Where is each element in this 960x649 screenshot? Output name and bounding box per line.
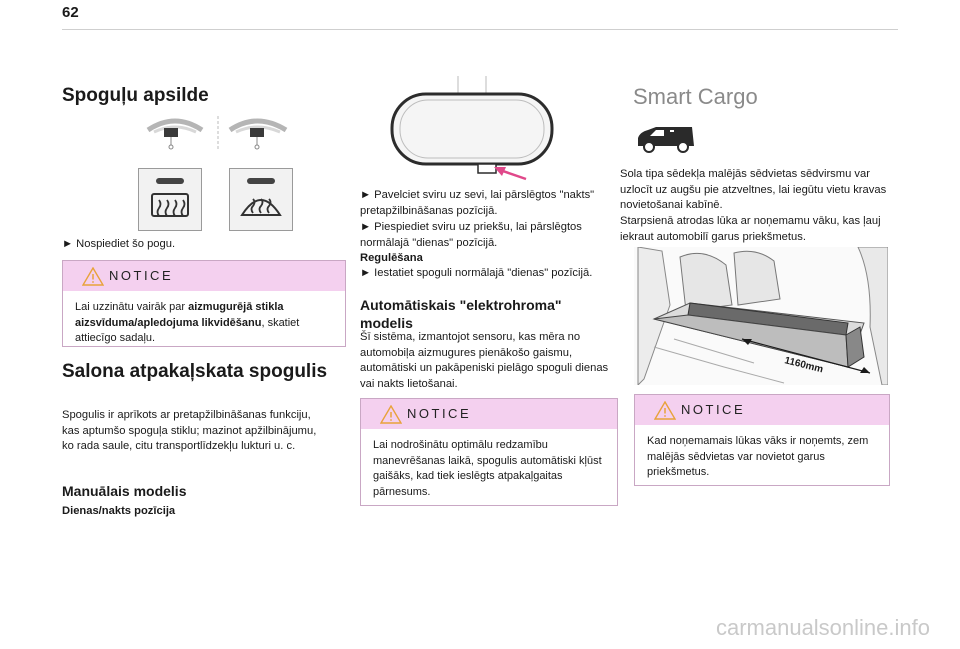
watermark: carmanualsonline.info: [715, 615, 930, 640]
front-defrost-icon: [240, 178, 282, 216]
mirror-heating-illustration: [146, 116, 288, 150]
header-divider: [62, 29, 898, 30]
smart-cargo-description-1: Sola tipa sēdekļa malējās sēdvietas sēdv…: [620, 168, 887, 212]
heading-mirror-heating: Spoguļu apsilde: [62, 85, 209, 106]
dimension-line: [741, 338, 871, 374]
lever-pull-instruction: ► Pavelciet sviru uz sevi, lai pārslēgto…: [360, 189, 595, 217]
warning-triangle-icon: [82, 267, 104, 286]
notice-text: Lai nodrošinātu optimālu redzamību manev…: [373, 439, 602, 498]
heading-day-night: Dienas/nakts pozīcija: [62, 505, 176, 517]
rear-defrost-button-illustration: [138, 168, 202, 231]
lever-push-instruction: ► Piespiediet sviru uz priekšu, lai pārs…: [360, 221, 582, 249]
notice-header: NOTICE: [63, 261, 345, 291]
van-icon: [638, 127, 694, 153]
heading-smart-cargo: Smart Cargo: [633, 84, 758, 109]
notice-box-cargo: NOTICE Kad noņemamais lūkas vāks ir noņe…: [634, 394, 890, 486]
notice-header: NOTICE: [635, 395, 889, 425]
heading-rearview-mirror: Salona atpakaļskata spogulis: [62, 361, 328, 382]
rearview-mirror-description: Spogulis ir aprīkots ar pretapžilbināšan…: [62, 409, 317, 453]
cargo-hatch-illustration: 1160mm: [634, 247, 888, 385]
notice-text: Lai uzzinātu vairāk par aizmugurējā stik…: [75, 301, 300, 344]
front-defrost-button-illustration: [229, 168, 293, 231]
electrochromic-description: Šī sistēma, izmantojot sensoru, kas mēra…: [360, 331, 609, 390]
steering-wheel-icon-right: [228, 118, 288, 150]
heading-adjustment: Regulēšana: [360, 252, 423, 264]
rearview-mirror-illustration: [390, 76, 554, 181]
notice-text: Kad noņemamais lūkas vāks ir noņemts, ze…: [647, 435, 869, 478]
notice-bold-text: aizmugurējā stikla aizsvīduma/apledojuma…: [75, 301, 284, 329]
smart-cargo-description-2: Starpsienā atrodas lūka ar noņemamu vāku…: [620, 215, 881, 243]
warning-triangle-icon: [380, 405, 402, 424]
notice-label: NOTICE: [407, 406, 472, 421]
page-number: 62: [62, 4, 79, 21]
adjust-instruction: ► Iestatiet spoguli normālajā "dienas" p…: [360, 267, 593, 279]
press-instruction: ► Nospiediet šo pogu.: [62, 238, 176, 250]
heading-electrochromic: Automātiskais "elektrohroma" modelis: [360, 297, 562, 331]
notice-label: NOTICE: [109, 268, 174, 283]
notice-header: NOTICE: [361, 399, 617, 429]
notice-label: NOTICE: [681, 402, 746, 417]
pull-arrow-icon: [494, 167, 527, 181]
notice-box-defrost: NOTICE Lai uzzinātu vairāk par aizmugurē…: [62, 260, 346, 347]
notice-box-reverse: NOTICE Lai nodrošinātu optimālu redzamīb…: [360, 398, 618, 506]
steering-wheel-icon-left: [146, 118, 204, 150]
warning-triangle-icon: [654, 401, 676, 420]
rear-defrost-icon: [151, 178, 189, 217]
heading-manual-model: Manuālais modelis: [62, 483, 187, 499]
